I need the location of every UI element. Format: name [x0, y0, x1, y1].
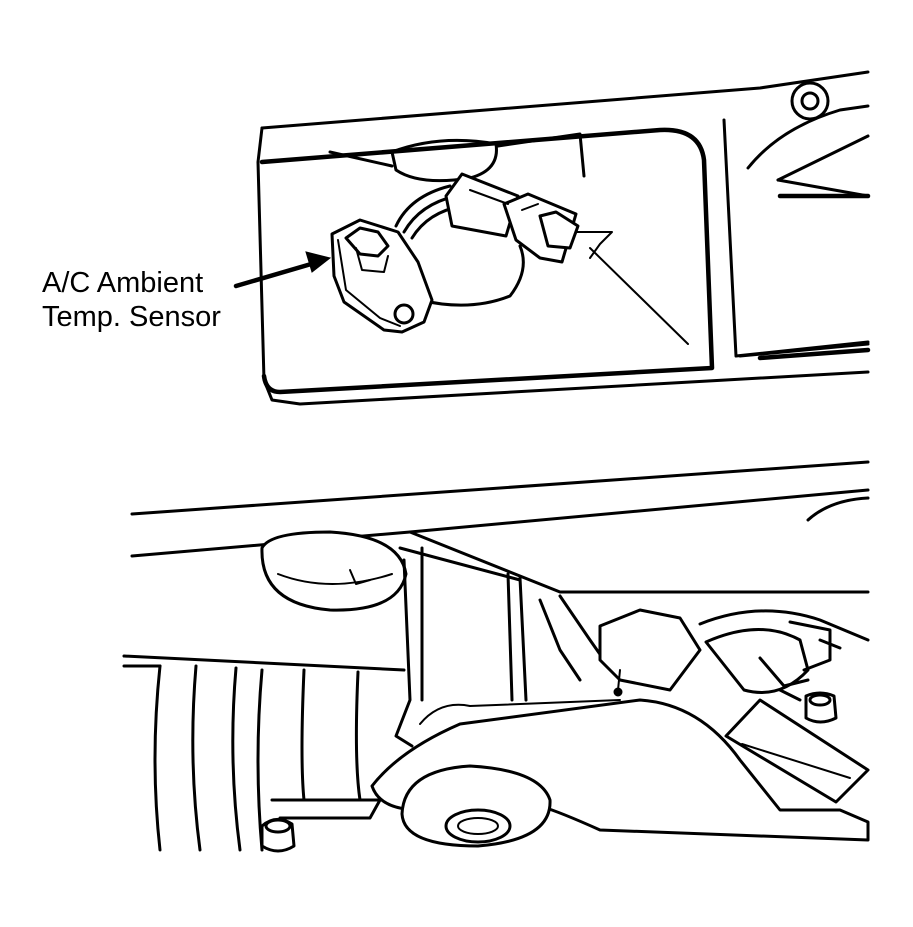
callout-line-2: Temp. Sensor — [42, 301, 221, 333]
callout-line-1: A/C Ambient — [42, 267, 204, 299]
front-panel-view — [233, 70, 871, 406]
underbody-view — [122, 460, 870, 853]
sensor-callout-label: A/C Ambient Temp. Sensor — [42, 266, 221, 334]
